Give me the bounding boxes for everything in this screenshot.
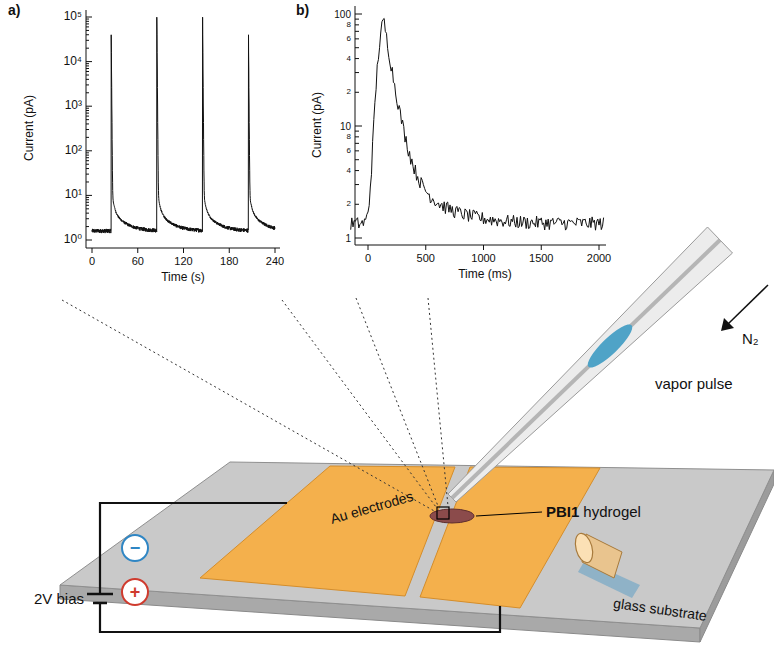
- axis-tick-label: 500: [417, 252, 435, 264]
- polarity-sign: +: [130, 583, 141, 601]
- axis-tick-label: 10²: [65, 144, 82, 157]
- polarity-sign: −: [130, 539, 141, 557]
- plot-a-minor-ticks: [86, 19, 89, 227]
- pipette: [448, 227, 733, 502]
- panel-letter: a): [8, 3, 20, 18]
- axis-tick-label: 10⁵: [64, 10, 82, 23]
- axis-tick-label: 0: [89, 255, 95, 267]
- panel-letter: b): [296, 3, 309, 18]
- au-electrode: [420, 467, 600, 608]
- arrow-head: [721, 318, 734, 331]
- bias-label: 2V bias: [34, 591, 84, 608]
- plot-a-axes: [86, 10, 280, 253]
- vapor-pulse: [583, 319, 637, 372]
- axis-tick-label: 1: [345, 233, 351, 244]
- flow-arrow: [728, 285, 768, 324]
- axis-title: Current (pA): [311, 92, 324, 158]
- axis-tick-label: 8: [347, 20, 351, 29]
- axis-tick-label: 10³: [65, 100, 82, 113]
- axis-title: Time (s): [161, 271, 205, 284]
- axis-tick-label: 240: [266, 255, 284, 267]
- circuit-wire: [100, 503, 500, 632]
- axis-tick-label: 4: [347, 54, 351, 63]
- material-label: PBI1: [546, 504, 579, 521]
- axis-tick-label: 10¹: [65, 189, 82, 202]
- axis-tick-label: 2: [347, 88, 351, 97]
- axis-tick-label: 10: [340, 121, 351, 132]
- axis-tick-label: 10⁴: [63, 55, 82, 68]
- battery-plate: [93, 602, 107, 605]
- plot-b-axes: [355, 6, 606, 250]
- axis-tick-label: 2000: [587, 252, 611, 264]
- axis-tick-label: 1500: [529, 252, 553, 264]
- plot-b-minor-ticks: [355, 19, 359, 204]
- part-label: hydrogel: [583, 504, 641, 521]
- axis-title: Time (ms): [458, 268, 512, 281]
- plot-a-trace: [92, 17, 275, 233]
- part-label: vapor pulse: [655, 376, 733, 393]
- polarity-plus: +: [121, 578, 149, 606]
- polarity-minus: −: [121, 534, 149, 562]
- zoom-box: [437, 507, 449, 519]
- axis-tick-label: 6: [347, 34, 351, 43]
- pipette-core: [452, 240, 720, 498]
- leader-line: [476, 512, 542, 516]
- axis-tick-label: 1000: [471, 252, 495, 264]
- glass-substrate: [60, 462, 774, 628]
- axis-tick-label: 8: [347, 132, 351, 141]
- plot-b-trace: [351, 19, 604, 231]
- axis-tick-label: 0: [365, 252, 371, 264]
- axis-tick-label: 4: [347, 166, 351, 175]
- au-electrode: [200, 466, 455, 596]
- axis-title: Current (pA): [23, 95, 36, 161]
- axis-tick-label: 180: [220, 255, 238, 267]
- axis-tick-label: 10⁰: [64, 233, 82, 246]
- gas-label: N₂: [742, 331, 759, 348]
- zoom-guides: [62, 298, 448, 512]
- axis-tick-label: 2: [347, 200, 351, 209]
- axis-tick-label: 60: [132, 255, 144, 267]
- tube-opening: [572, 531, 595, 564]
- axis-tick-label: 120: [174, 255, 192, 267]
- axis-tick-label: 100: [334, 9, 351, 20]
- axis-tick-label: 6: [347, 146, 351, 155]
- battery-plate: [87, 593, 113, 596]
